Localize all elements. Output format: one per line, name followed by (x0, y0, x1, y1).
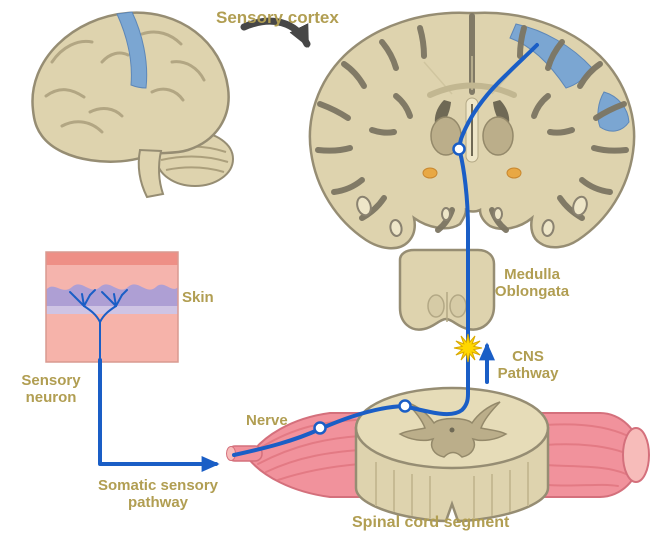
pyramid-right (449, 294, 467, 318)
label-cns-pathway: CNS Pathway (497, 348, 559, 383)
label-skin: Skin (182, 289, 214, 306)
label-medulla-oblongata: Medulla Oblongata (494, 266, 570, 301)
sensory-pathway (98, 43, 539, 472)
neuron-cell-body-dorsal-horn (398, 399, 412, 413)
skin-surface (46, 252, 178, 265)
central-canal (449, 427, 455, 433)
lateral-brain (31, 11, 234, 199)
corpus-callosum (427, 82, 517, 98)
somatic-pathway-arrow (98, 358, 220, 472)
free-nerve-endings-icon (69, 289, 128, 361)
sensory-cortex-highlight (116, 11, 148, 89)
label-sensory-cortex: Sensory cortex (216, 8, 339, 27)
medulla-graphic (398, 248, 496, 331)
arrow-to-coronal-icon (240, 17, 311, 48)
label-sensory-neuron: Sensory neuron (21, 372, 81, 407)
muscle-cut-end (622, 427, 650, 483)
spinal-nerve (226, 445, 263, 462)
pyramid-left (427, 294, 445, 318)
ascending-pathway-line (232, 43, 539, 457)
vessel-sections (356, 195, 588, 237)
subthalamic-nucleus-left (422, 167, 438, 179)
neuron-cell-body-drg (313, 421, 327, 435)
cerebrum (31, 11, 230, 163)
label-nerve: Nerve (246, 412, 288, 429)
skin-section (45, 251, 179, 363)
coronal-brain-section (308, 11, 636, 250)
gyri-lines (44, 30, 206, 134)
label-somatic-sensory-pathway: Somatic sensory pathway (97, 477, 219, 512)
subthalamic-nucleus-right (506, 167, 522, 179)
cord-ridges (375, 462, 529, 518)
neuron-cell-body-thalamus (452, 142, 466, 156)
synapse-starburst-icon (453, 333, 483, 363)
thalamus-right (482, 116, 514, 156)
label-spinal-cord-segment: Spinal cord segment (352, 514, 510, 531)
brainstem (137, 148, 165, 199)
